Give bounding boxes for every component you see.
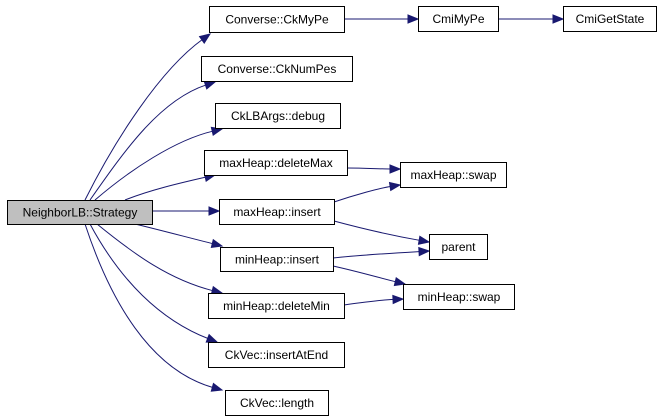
edge-strategy-deletemax: [124, 172, 217, 201]
node-ckmype[interactable]: Converse::CkMyPe: [209, 6, 345, 33]
node-label: maxHeap::deleteMax: [219, 156, 332, 170]
edge-line: [89, 223, 209, 340]
edge-strategy-maxinsert: [151, 206, 221, 216]
arrowhead-icon: [417, 235, 431, 245]
edge-strategy-length: [84, 223, 224, 392]
edge-line: [84, 223, 214, 389]
node-length[interactable]: CkVec::length: [225, 390, 329, 416]
edge-strategy-deletemin: [96, 223, 224, 296]
nodes-layer: NeighborLB::Strategy Converse::CkMyPe CmiM…: [7, 6, 657, 416]
edge-strategy-insertatend: [89, 223, 219, 343]
edge-strategy-cknumpes: [89, 80, 217, 201]
edge-line: [333, 185, 392, 203]
edge-deletemax-maxswap: [346, 164, 402, 174]
edge-line: [89, 84, 207, 201]
node-box[interactable]: [225, 390, 329, 416]
node-label: maxHeap::insert: [233, 205, 321, 219]
node-label: Converse::CkNumPes: [218, 62, 337, 76]
node-label: CmiMyPe: [432, 12, 484, 26]
node-box[interactable]: [220, 247, 334, 272]
arrowhead-icon: [198, 33, 212, 44]
node-box[interactable]: [208, 342, 345, 368]
node-cmigetstate[interactable]: CmiGetState: [563, 6, 657, 32]
arrowhead-icon: [407, 14, 420, 24]
node-label: maxHeap::swap: [410, 168, 496, 182]
node-deletemin[interactable]: minHeap::deleteMin: [208, 293, 345, 319]
node-label: CkVec::length: [240, 396, 314, 410]
node-debug[interactable]: CkLBArgs::debug: [215, 103, 341, 129]
edge-strategy-ckmype: [84, 33, 212, 201]
node-box[interactable]: [215, 103, 341, 129]
arrowhead-icon: [388, 181, 402, 192]
node-maxinsert[interactable]: maxHeap::insert: [219, 199, 335, 225]
edge-line: [84, 38, 203, 201]
arrowhead-icon: [210, 238, 224, 249]
node-box[interactable]: [429, 234, 488, 260]
node-minswap[interactable]: minHeap::swap: [403, 284, 515, 310]
node-box[interactable]: [219, 199, 335, 225]
node-label: minHeap::insert: [235, 253, 320, 267]
edge-strategy-debug: [94, 126, 224, 201]
node-label: minHeap::deleteMin: [223, 299, 330, 313]
node-label: CmiGetState: [576, 12, 645, 26]
edge-line: [343, 298, 395, 306]
arrowhead-icon: [552, 14, 565, 24]
edge-mininsert-minswap: [332, 265, 407, 287]
edge-cmimype-cmigetstate: [498, 14, 565, 24]
node-box[interactable]: [201, 56, 353, 82]
node-box[interactable]: [204, 150, 348, 176]
node-box[interactable]: [209, 6, 345, 33]
edge-line: [96, 223, 214, 292]
node-box[interactable]: [563, 6, 657, 32]
arrowhead-icon: [203, 80, 217, 90]
edge-maxinsert-parent: [333, 220, 431, 245]
node-cmimype[interactable]: CmiMyPe: [418, 6, 499, 32]
edge-line: [134, 223, 214, 245]
edge-maxinsert-maxswap: [333, 181, 402, 203]
arrowhead-icon: [389, 164, 402, 174]
node-parent[interactable]: parent: [429, 234, 488, 260]
edge-line: [332, 265, 397, 283]
edge-ckmype-cmimype: [344, 14, 420, 24]
node-label: parent: [441, 240, 476, 254]
edge-deletemin-minswap: [343, 294, 405, 306]
node-maxswap[interactable]: maxHeap::swap: [400, 162, 507, 188]
arrowhead-icon: [205, 333, 219, 343]
edge-line: [333, 220, 421, 241]
node-label: minHeap::swap: [418, 290, 501, 304]
node-cknumpes[interactable]: Converse::CkNumPes: [201, 56, 353, 82]
node-box[interactable]: [403, 284, 515, 310]
node-label: CkVec::insertAtEnd: [225, 348, 328, 362]
arrowhead-icon: [210, 382, 224, 392]
edge-mininsert-parent: [332, 246, 431, 259]
arrowhead-icon: [208, 206, 221, 216]
node-label: NeighborLB::Strategy: [23, 206, 138, 220]
edge-line: [346, 167, 392, 170]
edge-line: [332, 251, 421, 259]
node-deletemax[interactable]: maxHeap::deleteMax: [204, 150, 348, 176]
node-mininsert[interactable]: minHeap::insert: [220, 247, 334, 272]
edge-strategy-mininsert: [134, 223, 224, 249]
node-box[interactable]: [208, 293, 345, 319]
node-label: Converse::CkMyPe: [225, 13, 329, 27]
arrowhead-icon: [418, 246, 431, 257]
edge-line: [94, 130, 214, 201]
node-box[interactable]: [400, 162, 507, 188]
node-box[interactable]: [7, 200, 153, 225]
node-label: CkLBArgs::debug: [231, 109, 325, 123]
arrowhead-icon: [392, 294, 405, 305]
arrowhead-icon: [393, 276, 407, 287]
node-box[interactable]: [418, 6, 499, 32]
node-insertatend[interactable]: CkVec::insertAtEnd: [208, 342, 345, 368]
node-strategy[interactable]: NeighborLB::Strategy: [7, 200, 153, 225]
edge-line: [124, 176, 207, 201]
